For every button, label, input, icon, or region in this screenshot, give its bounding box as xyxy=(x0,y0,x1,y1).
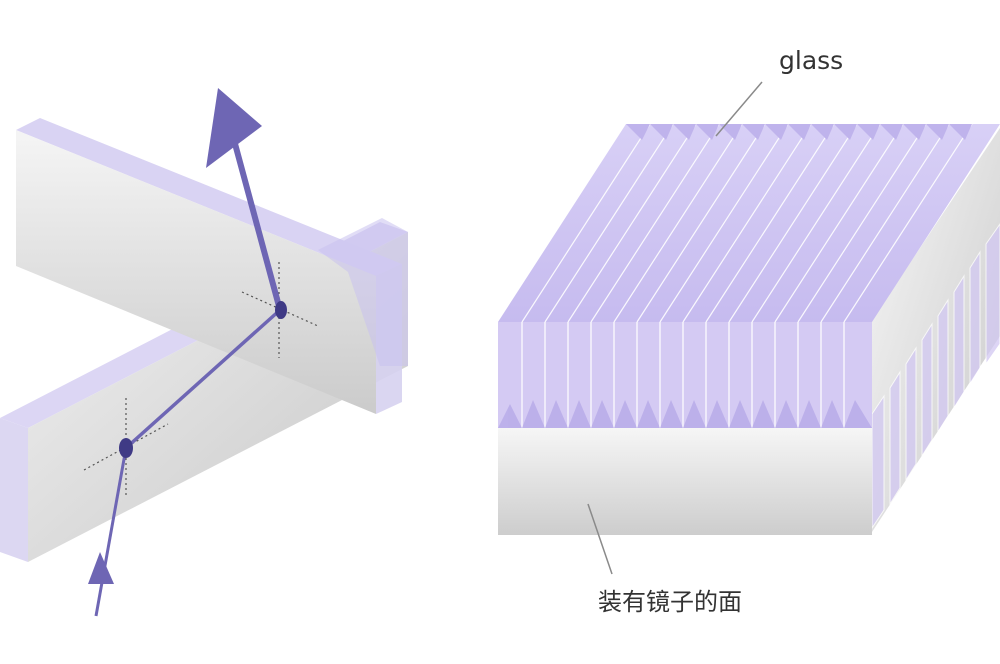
block-front-strips xyxy=(521,322,845,428)
block-right-fins xyxy=(871,223,1000,530)
block-top-notches xyxy=(626,124,972,140)
block-top-stripes xyxy=(521,123,973,323)
upper-slab-top-edge xyxy=(16,118,402,276)
block-front-shadows xyxy=(498,400,872,428)
ray-incoming-arrowhead xyxy=(88,552,114,584)
reflection-spot-lower xyxy=(119,438,133,458)
light-ray xyxy=(88,88,287,617)
ray-outgoing xyxy=(231,139,283,311)
block-right-face xyxy=(872,128,1000,532)
lower-slab-glass-edge xyxy=(0,418,28,562)
mirror-face-label: 装有镜子的面 xyxy=(598,588,742,616)
mirror-leader-line xyxy=(587,503,613,575)
ray-incoming xyxy=(94,447,128,617)
ray-between-slabs xyxy=(124,308,282,450)
glass-label: glass xyxy=(779,46,844,75)
glass-block xyxy=(498,123,1000,535)
glass-leader-line xyxy=(715,81,763,137)
ray-outgoing-arrowhead xyxy=(206,88,262,168)
reflection-spot-upper xyxy=(275,301,287,319)
block-mirror-face xyxy=(498,428,872,535)
slab-overlap-glass xyxy=(318,218,408,366)
upper-slab-face xyxy=(16,130,376,414)
